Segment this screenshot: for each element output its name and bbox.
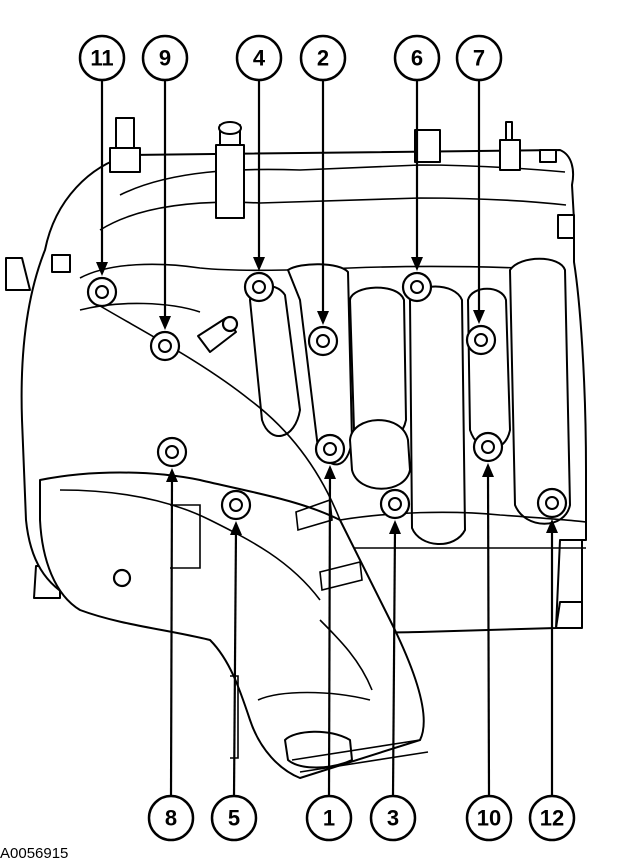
bolt-9 (149, 330, 181, 362)
callout-10: 10 (465, 794, 513, 842)
callout-11: 11 (78, 34, 126, 82)
callout-12-label: 12 (540, 806, 564, 831)
callout-5: 5 (210, 794, 258, 842)
callout-6: 6 (393, 34, 441, 82)
bolt-7 (465, 324, 497, 356)
bolt-heads (86, 271, 568, 521)
bolt-1 (314, 433, 346, 465)
callout-5-label: 5 (228, 806, 240, 831)
callout-1: 1 (305, 794, 353, 842)
callout-3-label: 3 (387, 806, 399, 831)
callout-6-label: 6 (411, 46, 423, 71)
callout-3: 3 (369, 794, 417, 842)
callout-11-label: 11 (90, 46, 113, 71)
callout-10-label: 10 (477, 806, 501, 831)
callout-4-label: 4 (253, 46, 266, 71)
callout-2: 2 (299, 34, 347, 82)
callout-2-label: 2 (317, 46, 329, 71)
intake-manifold-illustration (5, 117, 587, 779)
callout-4: 4 (235, 34, 283, 82)
callout-7: 7 (455, 34, 503, 82)
bolt-2 (307, 325, 339, 357)
callout-8: 8 (147, 794, 195, 842)
bolt-4 (243, 271, 275, 303)
bolt-8 (156, 436, 188, 468)
bolt-5 (220, 489, 252, 521)
figure-id-label: A0056915 (0, 845, 69, 862)
bolt-11 (86, 276, 118, 308)
callout-8-label: 8 (165, 806, 177, 831)
callout-7-label: 7 (473, 46, 485, 71)
callout-1-label: 1 (323, 806, 335, 831)
bolt-6 (401, 271, 433, 303)
bolt-12 (536, 487, 568, 519)
leader-lines (96, 80, 558, 797)
bolt-10 (472, 431, 504, 463)
callout-9: 9 (141, 34, 189, 82)
callout-12: 12 (528, 794, 576, 842)
bolt-3 (379, 488, 411, 520)
callout-9-label: 9 (159, 46, 171, 71)
